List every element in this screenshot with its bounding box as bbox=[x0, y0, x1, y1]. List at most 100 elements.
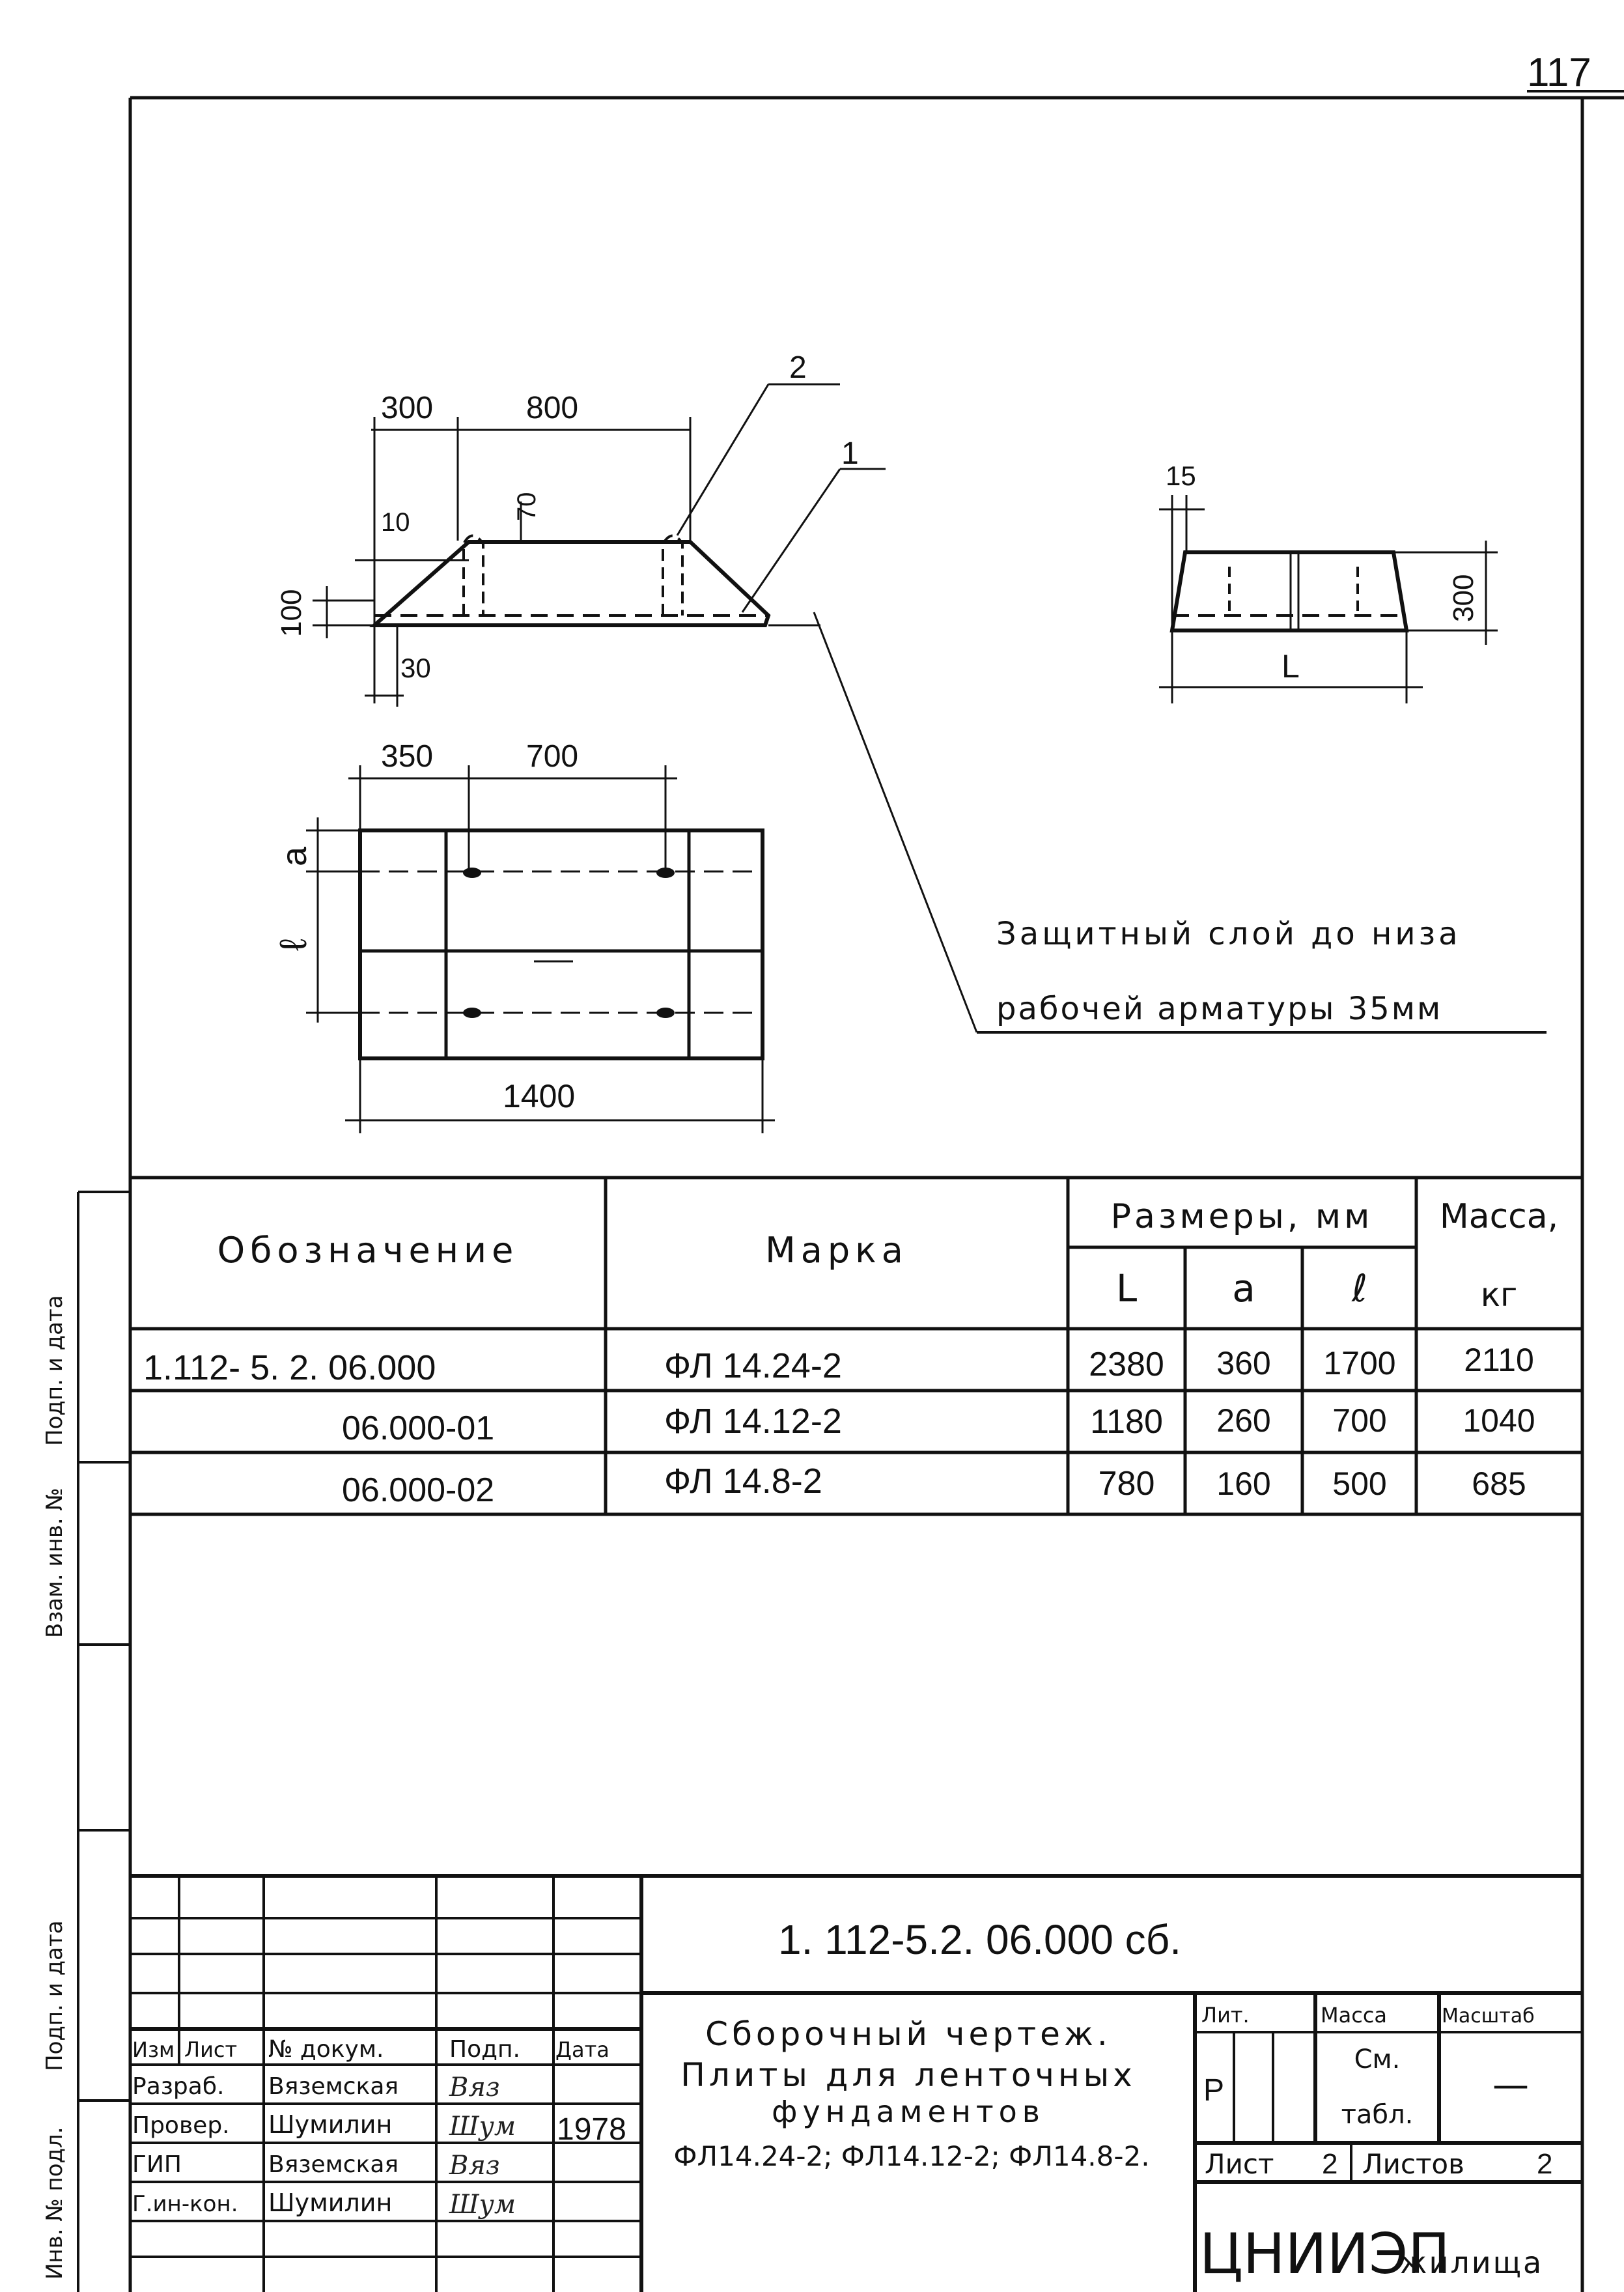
role-1: Разраб. bbox=[132, 2073, 224, 2100]
lit-label: Лит. bbox=[1201, 2003, 1250, 2028]
row2-L: 1180 bbox=[1090, 1403, 1163, 1441]
dim-300-side: 300 bbox=[381, 391, 433, 425]
row3-l: 500 bbox=[1332, 1465, 1386, 1502]
signature-2: Шум bbox=[449, 2112, 516, 2142]
head-sign: Подп. bbox=[449, 2036, 520, 2063]
name-3: Вяземская bbox=[268, 2151, 399, 2178]
signature-1: Вяз bbox=[449, 2073, 500, 2102]
dim-l-plan: ℓ bbox=[272, 939, 315, 951]
title-block-heads: Изм Лист № докум. Подп. Дата bbox=[132, 2036, 609, 2063]
head-list: Лист bbox=[184, 2037, 237, 2062]
dim-800-side: 800 bbox=[526, 391, 578, 425]
sheets-label: Листов bbox=[1362, 2148, 1464, 2180]
dim-30-side: 30 bbox=[400, 653, 431, 683]
dim-100-side: 100 bbox=[275, 589, 307, 637]
row1-L: 2380 bbox=[1089, 1346, 1164, 1383]
head-izm: Изм bbox=[132, 2037, 175, 2062]
title-line-3: фундаментов bbox=[772, 2094, 1045, 2129]
dim-1400-plan: 1400 bbox=[503, 1078, 575, 1114]
spec-row-3: 06.000-02 ФЛ 14.8-2 780 160 500 685 bbox=[342, 1462, 1526, 1509]
margin-sign-date-2: Подп. и дата bbox=[42, 1920, 68, 2071]
mass-value-1: См. bbox=[1354, 2044, 1401, 2074]
head-date: Дата bbox=[555, 2037, 609, 2062]
row1-mass: 2110 bbox=[1464, 1342, 1534, 1378]
col-sizes: Размеры, мм bbox=[1111, 1197, 1373, 1236]
title-block-right: Лит. Р Масса См. табл. Масштаб — Лист 2 … bbox=[1199, 2003, 1552, 2287]
title-line-4: ФЛ14.24-2; ФЛ14.12-2; ФЛ14.8-2. bbox=[673, 2140, 1149, 2172]
signature-3: Вяз bbox=[449, 2151, 500, 2181]
mass-value-2: табл. bbox=[1341, 2100, 1414, 2130]
title-block-roles: Разраб. Вяземская Вяз Провер. Шумилин Шу… bbox=[132, 2073, 626, 2220]
col-kg: кг bbox=[1481, 1276, 1517, 1314]
col-mass: Масса, bbox=[1440, 1197, 1558, 1236]
name-4: Шумилин bbox=[268, 2188, 392, 2217]
mass-label: Масса bbox=[1321, 2003, 1387, 2028]
year: 1978 bbox=[557, 2112, 626, 2147]
name-2: Шумилин bbox=[268, 2110, 392, 2139]
note-line-1: Защитный слой до низа bbox=[996, 916, 1461, 952]
row1-l: 1700 bbox=[1323, 1345, 1395, 1381]
margin-inv-no: Инв. № подл. bbox=[42, 2127, 68, 2280]
sheet-frame bbox=[128, 96, 1624, 2292]
row2-l: 700 bbox=[1332, 1402, 1386, 1439]
dim-a-plan: a bbox=[275, 846, 314, 866]
col-mark: Марка bbox=[765, 1230, 908, 1271]
side-view bbox=[313, 383, 1547, 1034]
left-margin-stamp bbox=[77, 1191, 130, 2292]
col-L: L bbox=[1116, 1266, 1137, 1310]
col-designation: Обозначение bbox=[217, 1230, 519, 1271]
row3-L: 780 bbox=[1099, 1465, 1155, 1503]
signature-4: Шум bbox=[449, 2190, 516, 2220]
dim-300-end: 300 bbox=[1448, 574, 1479, 622]
role-3: ГИП bbox=[132, 2151, 182, 2178]
scale-label: Масштаб bbox=[1442, 2005, 1535, 2028]
role-2: Провер. bbox=[132, 2112, 230, 2139]
sheet-label: Лист bbox=[1205, 2148, 1274, 2180]
row2-a: 260 bbox=[1216, 1402, 1270, 1439]
margin-replace-inv: Взам. инв. № bbox=[42, 1488, 68, 1638]
org-name: ЦНИИЭП bbox=[1199, 2222, 1450, 2287]
dim-10-side: 10 bbox=[381, 508, 410, 537]
row3-designation: 06.000-02 bbox=[342, 1471, 494, 1509]
row2-mass: 1040 bbox=[1463, 1402, 1535, 1439]
dim-70-side: 70 bbox=[512, 492, 541, 522]
name-1: Вяземская bbox=[268, 2073, 399, 2100]
end-view bbox=[1159, 495, 1498, 703]
page-number: 117 bbox=[1527, 50, 1591, 95]
title-line-2: Плиты для ленточных bbox=[680, 2056, 1136, 2094]
scale-value: — bbox=[1492, 2064, 1529, 2106]
lit-value: Р bbox=[1203, 2073, 1224, 2108]
col-l: ℓ bbox=[1351, 1266, 1367, 1310]
plan-view bbox=[306, 765, 775, 1133]
note-line-2: рабочей арматуры 35мм bbox=[996, 991, 1442, 1027]
spec-row-1: 1.112- 5. 2. 06.000 ФЛ 14.24-2 2380 360 … bbox=[143, 1342, 1534, 1387]
callout-1: 1 bbox=[841, 436, 859, 471]
org-suffix: жилища bbox=[1400, 2245, 1543, 2280]
row1-designation: 1.112- 5. 2. 06.000 bbox=[143, 1348, 436, 1387]
row1-mark: ФЛ 14.24-2 bbox=[664, 1346, 842, 1385]
title-line-1: Сборочный чертеж. bbox=[705, 2015, 1112, 2053]
dim-L-end: L bbox=[1281, 648, 1300, 685]
spec-table-grid bbox=[130, 1176, 1582, 1516]
callout-2: 2 bbox=[789, 350, 807, 385]
row3-mass: 685 bbox=[1472, 1465, 1526, 1502]
role-4: Г.ин-кон. bbox=[132, 2191, 238, 2217]
dim-15-end: 15 bbox=[1166, 460, 1196, 491]
head-doc: № докум. bbox=[268, 2036, 384, 2063]
title-block-grid bbox=[130, 1874, 1582, 2292]
loop-points bbox=[463, 868, 675, 1018]
row3-a: 160 bbox=[1216, 1465, 1270, 1502]
sheet-value: 2 bbox=[1322, 2148, 1337, 2180]
spec-row-2: 06.000-01 ФЛ 14.12-2 1180 260 700 1040 bbox=[342, 1402, 1535, 1447]
dim-350-plan: 350 bbox=[381, 739, 433, 774]
row2-mark: ФЛ 14.12-2 bbox=[664, 1402, 842, 1441]
row3-mark: ФЛ 14.8-2 bbox=[664, 1462, 822, 1501]
dim-700-plan: 700 bbox=[526, 739, 578, 774]
doc-code: 1. 112-5.2. 06.000 сб. bbox=[778, 1916, 1181, 1963]
row2-designation: 06.000-01 bbox=[342, 1409, 494, 1447]
col-a: a bbox=[1232, 1266, 1255, 1310]
row1-a: 360 bbox=[1216, 1345, 1270, 1381]
margin-sign-date-1: Подп. и дата bbox=[42, 1295, 68, 1446]
sheets-value: 2 bbox=[1537, 2148, 1552, 2180]
